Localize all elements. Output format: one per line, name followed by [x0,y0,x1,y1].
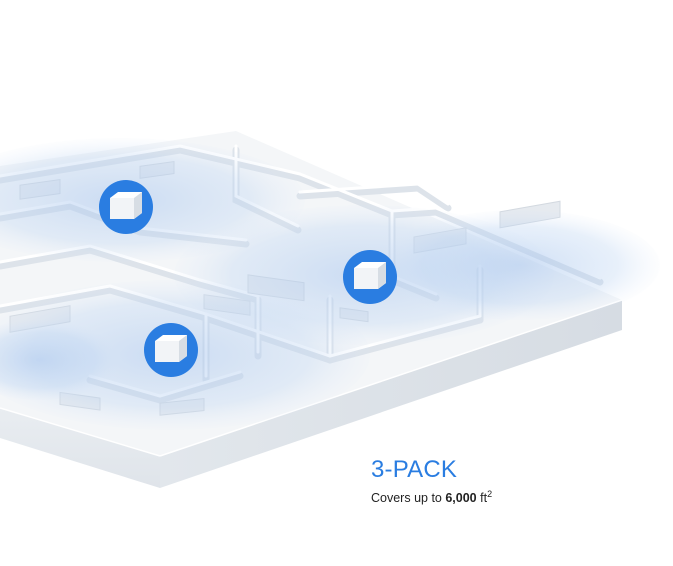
mesh-unit-3 [144,323,198,377]
mesh-unit-1 [99,180,153,234]
coverage-exponent: 2 [487,488,493,499]
coverage-unit: ft [480,491,488,505]
mesh-router-icon [354,262,386,289]
coverage-text: Covers up to 6,000 ft2 [371,488,661,506]
mesh-unit-2 [343,250,397,304]
coverage-prefix: Covers up to [371,491,446,505]
coverage-amount: 6,000 [445,491,477,505]
pack-title: 3-PACK [371,456,458,483]
mesh-router-icon [110,192,142,219]
mesh-router-icon [155,335,187,362]
coverage-caption: 3-PACK Covers up to 6,000 ft2 [371,455,661,506]
